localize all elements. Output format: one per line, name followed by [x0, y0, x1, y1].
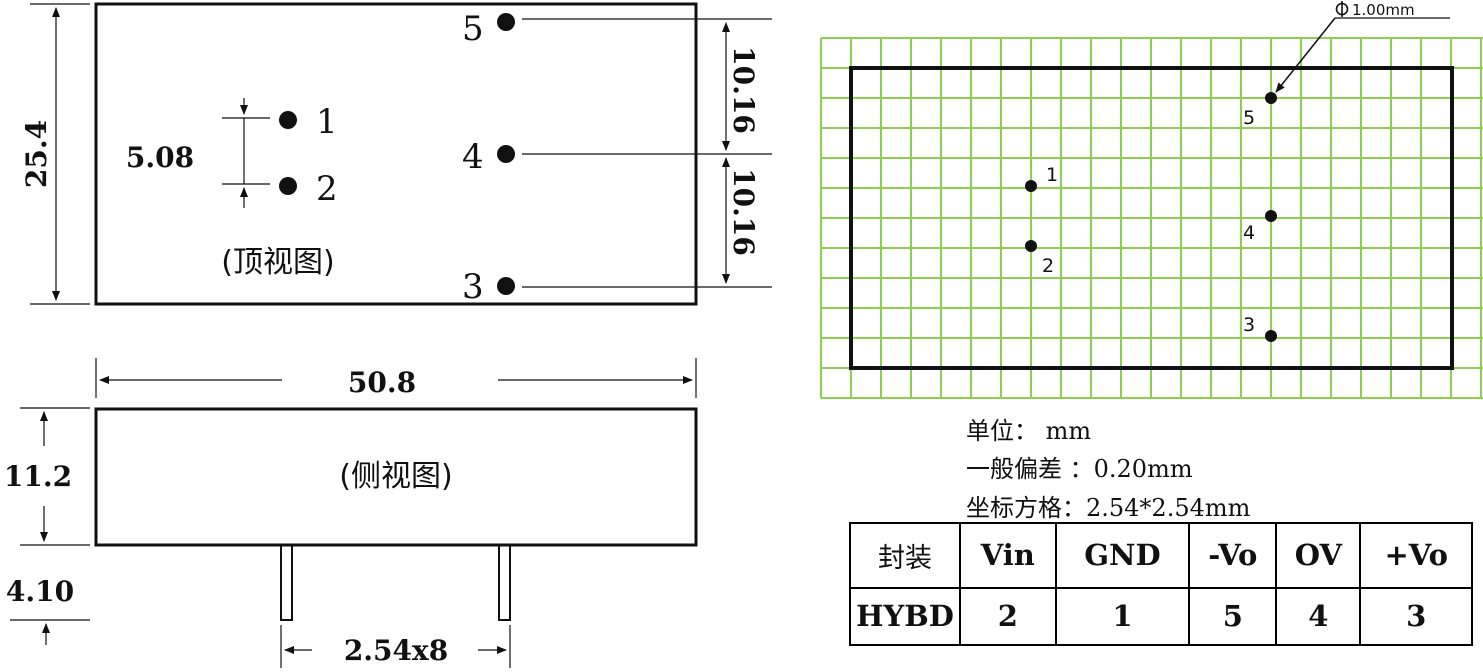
pin-span-dim-text: 2.54x8 [344, 634, 448, 667]
pin-2-dot [279, 177, 297, 195]
grid-footprint-outline [849, 66, 1454, 370]
table-header-minus-vo: -Vo [1188, 522, 1278, 589]
body-height-dim-text: 11.2 [4, 460, 72, 493]
pin-5-dot [497, 13, 515, 31]
tolerance-note: 一般偏差 ：0.20mm [966, 455, 1193, 483]
table-header-vin: Vin [959, 522, 1057, 589]
grid-pin-4-label: 4 [1243, 222, 1255, 244]
table-row: HYBD 2 1 5 4 3 [849, 586, 1473, 647]
grid-pin-3-dot [1265, 330, 1277, 342]
grid-size-note: 坐标方格：2.54*2.54mm [966, 494, 1251, 522]
grid-pin-3-label: 3 [1243, 314, 1255, 336]
pin-assignment-table: 封装 Vin GND -Vo OV +Vo HYBD 2 1 5 4 3 [849, 522, 1473, 647]
pin-3-label: 3 [462, 267, 484, 307]
top-view: 25.4 5.08 1 2 5 4 3 10.16 10.16 (顶视图) [20, 2, 772, 307]
grid-pin-5-label: 5 [1243, 107, 1255, 129]
pin-1-label: 1 [316, 102, 338, 142]
pin-length-dim-text: 4.10 [6, 575, 74, 608]
grid-pin-1-label: 1 [1046, 164, 1058, 186]
table-cell-model: HYBD [849, 586, 961, 647]
pin-5-label: 5 [462, 9, 484, 49]
height-dim-text: 25.4 [20, 120, 53, 188]
table-header-package: 封装 [849, 522, 961, 589]
pin-2-label: 2 [316, 169, 338, 209]
side-pin-left [280, 544, 293, 621]
grid-lines [820, 37, 1483, 399]
table-cell-minus-vo-pin: 5 [1188, 586, 1278, 647]
grid-pin-5-dot [1265, 92, 1277, 104]
table-header-gnd: GND [1054, 522, 1191, 589]
grid-view: 1 2 5 4 3 1.00mm [820, 1, 1483, 399]
pin-4-label: 4 [462, 137, 484, 177]
diameter-symbol-icon [1335, 1, 1349, 17]
top-view-label: (顶视图) [221, 245, 334, 280]
side-pin-right [498, 544, 511, 621]
unit-note: 单位： mm [966, 417, 1092, 445]
diameter-label: 1.00mm [1352, 1, 1415, 19]
grid-pin-1-dot [1025, 180, 1037, 192]
table-cell-vin-pin: 2 [959, 586, 1057, 647]
grid-pin-4-dot [1265, 210, 1277, 222]
side-view-label: (侧视图) [339, 459, 452, 494]
table-header-plus-vo: +Vo [1359, 522, 1473, 589]
grid-pin-2-label: 2 [1042, 255, 1054, 277]
pin-1-dot [279, 111, 297, 129]
table-header-ov: OV [1275, 522, 1362, 589]
pin-4-dot [497, 145, 515, 163]
table-header-row: 封装 Vin GND -Vo OV +Vo [849, 522, 1473, 589]
pin-gap-dim-text: 5.08 [126, 141, 194, 174]
table-cell-plus-vo-pin: 3 [1359, 586, 1473, 647]
length-dim-text: 50.8 [348, 366, 416, 399]
pin-3-dot [497, 277, 515, 295]
lower-pitch-dim-text: 10.16 [727, 168, 760, 256]
upper-pitch-dim-text: 10.16 [727, 46, 760, 134]
table-cell-gnd-pin: 1 [1054, 586, 1191, 647]
diameter-leader-line [1275, 17, 1336, 93]
table-cell-ov-pin: 4 [1275, 586, 1362, 647]
side-view: 50.8 (侧视图) 11.2 4.10 2.54x8 [4, 358, 698, 668]
side-view-outline [94, 407, 698, 547]
grid-pin-2-dot [1025, 240, 1037, 252]
